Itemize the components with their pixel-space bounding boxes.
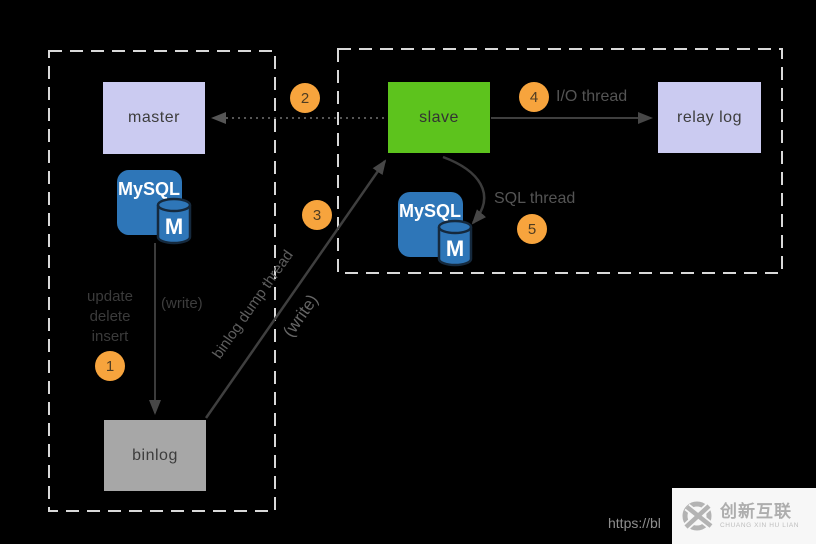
watermark-logo-icon [682, 501, 714, 531]
mysql-logo-text: MySQL [399, 201, 461, 221]
step-number: 2 [300, 89, 310, 107]
step-badge-5: 5 [517, 214, 547, 244]
step-badge-1: 1 [95, 351, 125, 381]
slave-label: slave [419, 108, 459, 126]
slave-node: slave [388, 82, 490, 153]
master-label: master [128, 109, 180, 126]
mysql-db-letter: M [446, 236, 464, 261]
mysql-logo-text: MySQL [118, 179, 180, 199]
step-number: 1 [105, 357, 115, 375]
binlog-node: binlog [104, 420, 206, 491]
relay-log-label: relay log [677, 108, 742, 126]
master-group-border [48, 50, 276, 512]
watermark-text: 创新互联 CHUANG XIN HU LIAN [720, 503, 799, 530]
step-badge-3: 3 [302, 200, 332, 230]
op-update: update [87, 288, 133, 305]
mysql-icon-slave: MySQL M [397, 191, 476, 275]
step-number: 4 [529, 88, 539, 106]
mysql-db-letter: M [165, 214, 183, 239]
watermark-brand: 创新互联 [720, 501, 792, 521]
step-number: 3 [312, 206, 322, 224]
step-number: 5 [527, 220, 537, 238]
source-url-text: https://bl [608, 515, 661, 531]
mysql-icon-master: MySQL M [116, 169, 195, 253]
slave-group-border [337, 48, 783, 274]
op-insert: insert [91, 328, 129, 345]
arrow-binlog-dump-thread [204, 159, 387, 419]
write-label-vertical: (write) [161, 295, 203, 312]
op-delete: delete [89, 308, 131, 325]
sql-thread-label: SQL thread [494, 190, 576, 207]
watermark-subtitle: CHUANG XIN HU LIAN [720, 521, 800, 529]
binlog-label: binlog [132, 446, 178, 464]
io-thread-label: I/O thread [556, 88, 628, 105]
master-node: master [103, 82, 205, 154]
watermark-badge: 创新互联 CHUANG XIN HU LIAN [672, 488, 816, 544]
operations-label: update delete insert [78, 287, 142, 347]
relay-log-node: relay log [658, 82, 761, 153]
step-badge-4: 4 [519, 82, 549, 112]
arrow-sql-thread-curve [442, 155, 487, 225]
step-badge-2: 2 [290, 83, 320, 113]
